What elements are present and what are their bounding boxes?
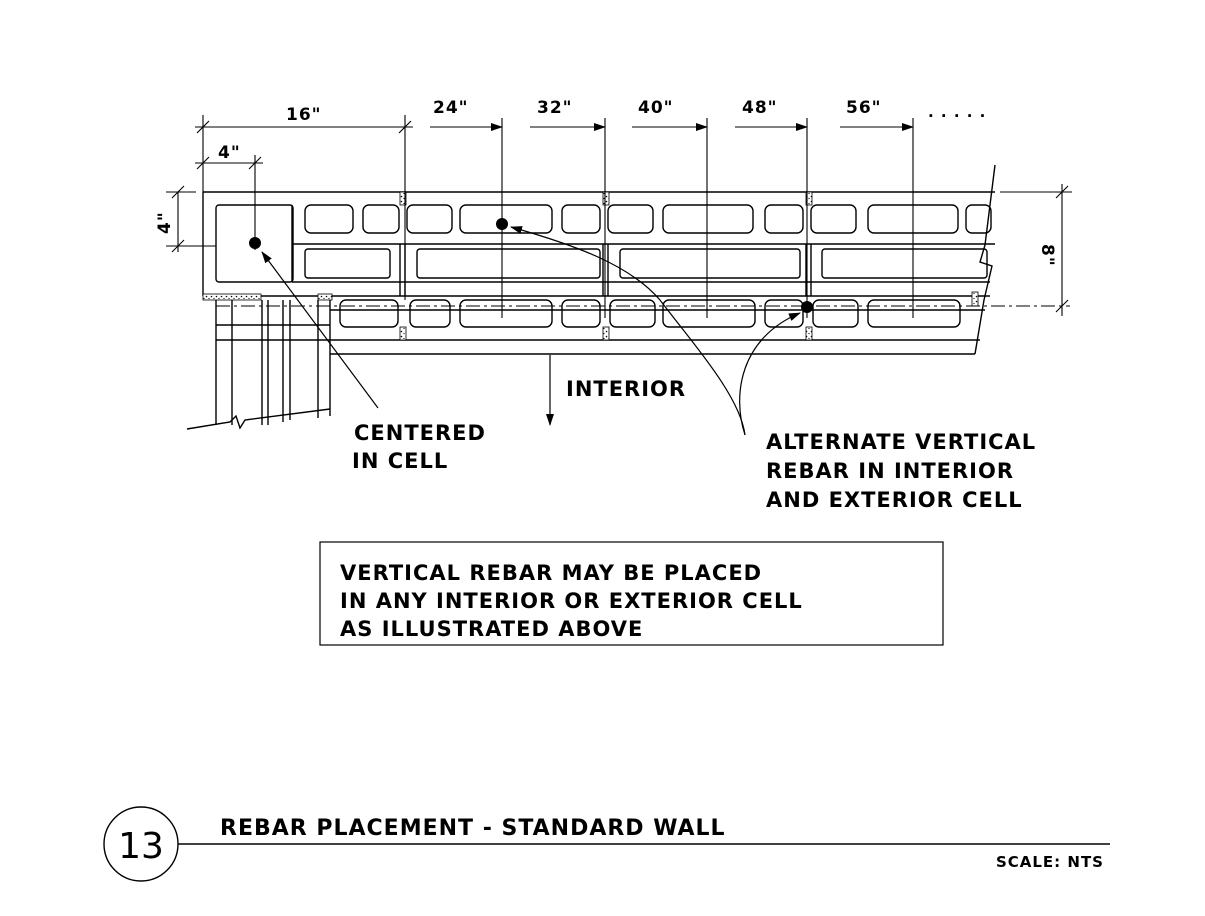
dim-32: 32" [537,98,573,118]
note-box [319,541,944,646]
dim-8-right: 8" [1037,244,1057,267]
detail-number: 13 [118,826,164,867]
note-line3: AS ILLUSTRATED ABOVE [340,617,643,641]
dim-48: 48" [742,98,778,118]
dim-16: 16" [286,105,322,125]
detail-scale: SCALE: NTS [996,853,1104,871]
note-line1: VERTICAL REBAR MAY BE PLACED [340,561,762,585]
dim-56: 56" [846,98,882,118]
note-line2: IN ANY INTERIOR OR EXTERIOR CELL [340,589,803,613]
centered-label-line2: IN CELL [352,449,448,473]
alternate-label-line1: ALTERNATE VERTICAL [766,430,1036,454]
rebar-bars [249,218,813,313]
dim-24: 24" [433,98,469,118]
dim-4-top: 4" [218,143,241,163]
grout-joints [202,191,979,341]
centered-label-line1: CENTERED [354,421,486,445]
dimension-lines [166,115,1072,318]
detail-title: REBAR PLACEMENT - STANDARD WALL [220,816,726,841]
rebar-exterior-cell [496,218,508,230]
alternate-label-line2: REBAR IN INTERIOR [766,459,1014,483]
alternate-label-line3: AND EXTERIOR CELL [766,488,1023,512]
dim-continuation: . . . . . [928,103,986,121]
dim-40: 40" [638,98,674,118]
dim-4-left: 4" [155,211,175,234]
rebar-interior-cell [801,301,813,313]
leader-lines [261,226,801,436]
rebar-corner [249,237,261,249]
interior-label: INTERIOR [566,377,686,401]
